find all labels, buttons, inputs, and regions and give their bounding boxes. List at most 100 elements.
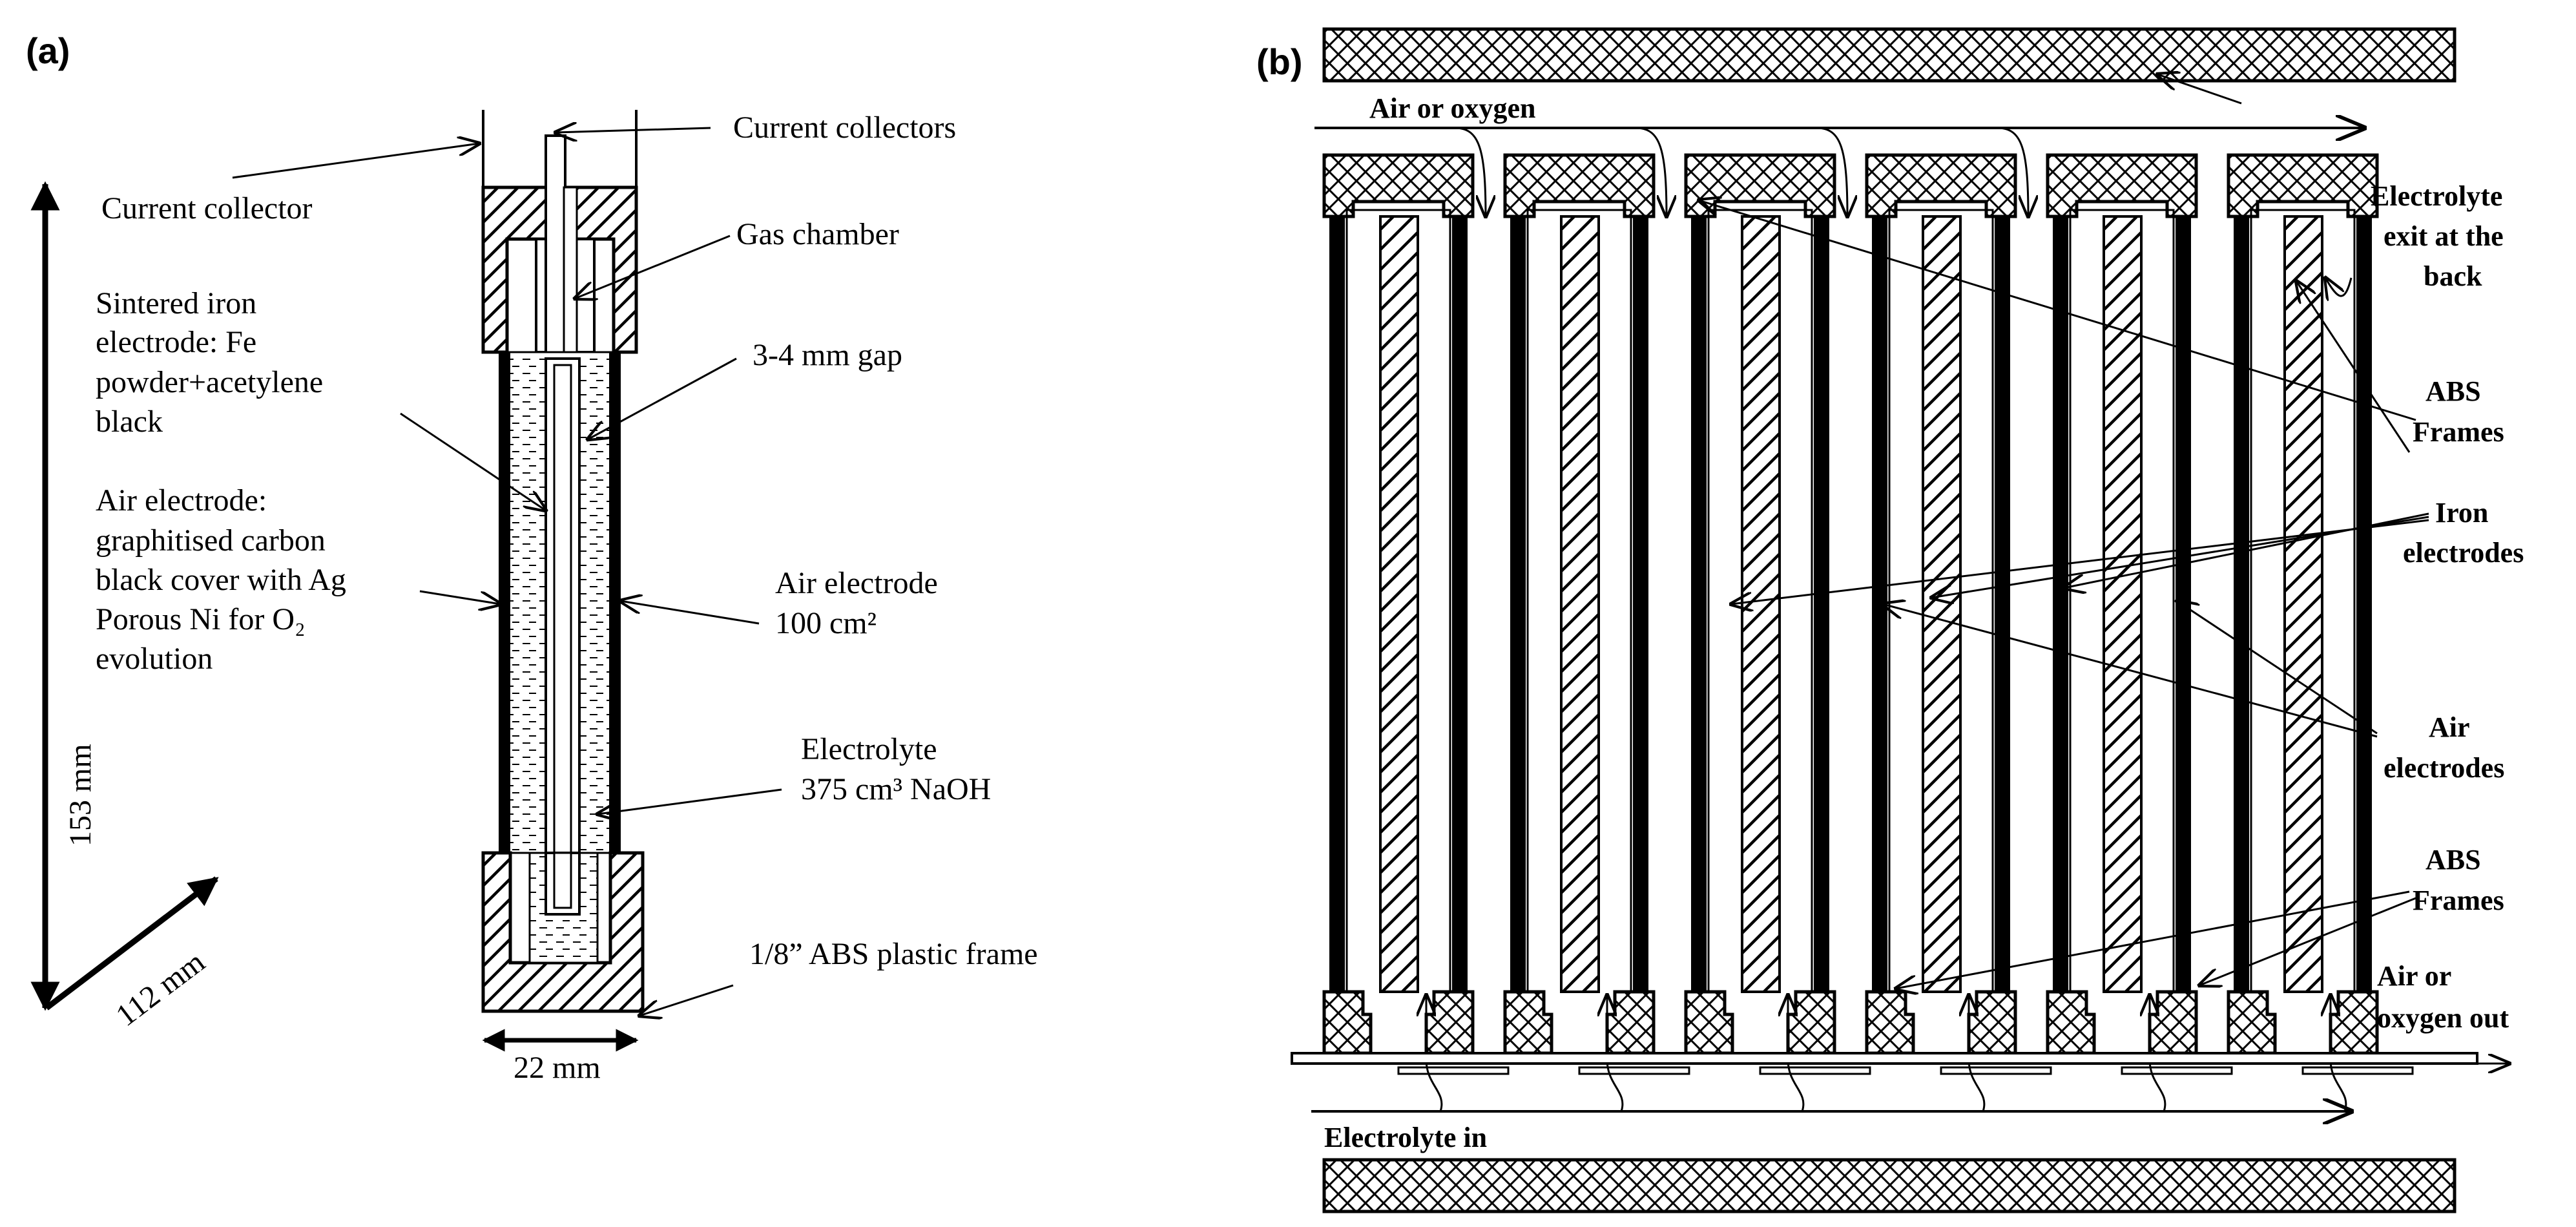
cell-air-electrode-right: [1633, 216, 1648, 995]
panel-b-label: (b): [1256, 41, 1303, 82]
bottom-abs-frame: [481, 851, 645, 1013]
label-abs-frames-top-1: ABS: [2425, 375, 2481, 407]
cell-air-inlet-arrow: [1456, 127, 1486, 216]
label-iron-electrodes-2: electrodes: [2403, 537, 2524, 569]
cell-channel-bar: [1397, 1066, 1510, 1075]
label-gap: 3-4 mm gap: [753, 338, 902, 372]
cell-air-electrode-left: [1329, 216, 1345, 995]
cell-bottom-frame-right: [1786, 990, 1836, 1055]
cell-channel-bar: [1940, 1066, 2052, 1075]
cell-iron-electrode: [2283, 215, 2323, 993]
cell-top-frame: [1322, 153, 1475, 218]
cell-air-electrode-right: [1452, 216, 1468, 995]
current-collector-rod: [545, 134, 566, 360]
label-electrolyte-2: 375 cm³ NaOH: [801, 772, 991, 806]
cell-channel-bar: [1759, 1066, 1871, 1075]
single-cell-diagram: [481, 110, 645, 1013]
cell-air-inlet-arrow: [1637, 127, 1667, 216]
cell-bottom-frame-right: [2329, 990, 2379, 1055]
label-current-collector: Current collector: [101, 191, 313, 225]
cell-bottom-frame-left: [1684, 990, 1734, 1055]
cell-bottom-frame-right: [1424, 990, 1475, 1055]
cell-air-electrode-left: [1872, 216, 1887, 995]
bottom-manifold: [1291, 1052, 2478, 1065]
cell-bottom-frame-left: [2227, 990, 2277, 1055]
panel-b: (b) Air or oxygen Electro: [1256, 27, 2524, 1213]
label-electrolyte-exit-2: exit at the: [2384, 220, 2504, 252]
cell-inner-frame-outline: [1345, 209, 1451, 1005]
label-air-electrode-left-3: black cover with Ag: [96, 563, 346, 597]
cell-air-inlet-arrow: [1999, 127, 2028, 216]
label-air-electrode-left-5: evolution: [96, 642, 213, 676]
label-electrolyte-exit-1: Electrolyte: [2371, 180, 2502, 212]
cell-air-electrode-right: [1995, 216, 2010, 995]
cell-iron-electrode: [1379, 215, 1419, 993]
cell-top-frame: [2046, 153, 2198, 218]
label-air-electrode-left-2: graphitised carbon: [96, 523, 326, 558]
cell-top-frame: [1865, 153, 2017, 218]
label-gas-chamber: Gas chamber: [736, 217, 899, 251]
cell-inner-frame-outline: [2250, 209, 2356, 1005]
cell-bottom-frame-right: [2148, 990, 2198, 1055]
cell-channel-bar: [2121, 1066, 2233, 1075]
depth-dimension-arrow: [45, 876, 219, 1011]
label-abs-frames-bottom-2: Frames: [2413, 885, 2504, 916]
cell-air-electrode-left: [1691, 216, 1707, 995]
cell-air-electrode-left: [2053, 216, 2068, 995]
cell-6: [2227, 153, 2414, 1112]
cell-air-electrode-right: [2356, 216, 2372, 995]
cell-5: [2046, 153, 2233, 1112]
cell-iron-electrode: [1560, 215, 1600, 993]
cell-bottom-frame-left: [1322, 990, 1373, 1055]
cell-bottom-frame-right: [1605, 990, 1656, 1055]
cell-channel-bar: [1578, 1066, 1690, 1075]
label-air-electrode-right-1: Air electrode: [775, 566, 938, 600]
label-abs-frames-bottom-1: ABS: [2425, 844, 2481, 876]
label-current-collectors: Current collectors: [733, 110, 956, 145]
cell-bottom-frame-right: [1967, 990, 2017, 1055]
cell-stack: [1322, 127, 2414, 1112]
label-air-out-1: Air or: [2377, 960, 2451, 992]
label-air-or-oxygen-in: Air or oxygen: [1369, 92, 1535, 124]
air-electrode-right: [609, 352, 621, 853]
label-air-electrode-left-4: Porous Ni for O₂: [96, 602, 306, 636]
panel-a-label: (a): [26, 30, 70, 71]
cell-3: [1684, 127, 1871, 1112]
label-width: 22 mm: [514, 1051, 601, 1085]
panel-a: (a): [26, 30, 1038, 1085]
cell-channel-bar: [2301, 1066, 2414, 1075]
label-air-electrode-right-2: 100 cm²: [775, 606, 877, 640]
label-electrolyte-1: Electrolyte: [801, 732, 937, 766]
bottom-end-plate: [1322, 1158, 2457, 1213]
cell-top-frame: [2227, 153, 2379, 218]
cell-air-electrode-left: [1510, 216, 1526, 995]
cell-top-frame: [1684, 153, 1836, 218]
label-air-out-2: oxygen out: [2377, 1002, 2509, 1034]
cell-air-inlet-arrow: [1818, 127, 1847, 216]
label-air-electrodes-1: Air: [2429, 711, 2470, 743]
cell-2: [1503, 127, 1690, 1112]
label-sintered-iron-1: Sintered iron: [96, 286, 256, 320]
label-electrolyte-in: Electrolyte in: [1324, 1122, 1487, 1153]
cell-bottom-frame-left: [1503, 990, 1553, 1055]
cell-iron-electrode: [1741, 215, 1781, 993]
air-electrode-left: [499, 352, 510, 853]
top-end-plate: [1322, 27, 2457, 83]
cell-bottom-frame-left: [1865, 990, 1915, 1055]
cell-inner-frame-outline: [1707, 209, 1813, 1005]
label-height: 153 mm: [63, 744, 98, 846]
top-abs-frame: [481, 185, 638, 354]
cell-air-electrode-right: [1814, 216, 1829, 995]
cell-iron-electrode: [1922, 215, 1962, 993]
label-sintered-iron-4: black: [96, 404, 163, 439]
label-abs-frame: 1/8” ABS plastic frame: [749, 937, 1038, 971]
cell-inner-frame-outline: [1526, 209, 1632, 1005]
label-sintered-iron-2: electrode: Fe: [96, 325, 256, 359]
cell-iron-electrode: [2103, 215, 2143, 993]
cell-1: [1322, 127, 1510, 1112]
cell-bottom-frame-left: [2046, 990, 2096, 1055]
label-iron-electrodes-1: Iron: [2435, 497, 2488, 529]
label-depth: 112 mm: [110, 945, 211, 1033]
label-electrolyte-exit-3: back: [2424, 260, 2482, 292]
